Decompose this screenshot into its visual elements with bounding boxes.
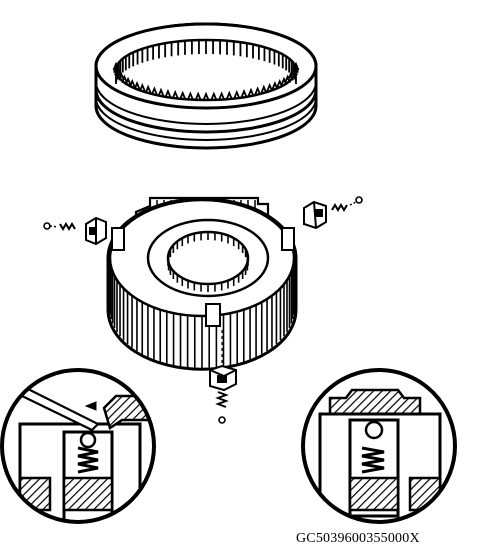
sleeve-internal-splines [112,40,300,101]
detail-magnifier-left [0,368,156,524]
shifting-key-icon [209,364,237,392]
spring-ball-icon [43,222,76,231]
shifting-key-icon [85,216,107,246]
figure-code: GC5039600355000X [296,531,420,546]
shifting-key-icon [303,200,327,230]
spring-ball-icon [215,330,229,424]
synchronizer-sleeve [94,22,318,150]
synchronizer-hub [106,196,298,371]
detail-magnifier-right [301,368,457,524]
hub-inner-splines [167,232,249,292]
spring-ball-icon [331,196,363,212]
